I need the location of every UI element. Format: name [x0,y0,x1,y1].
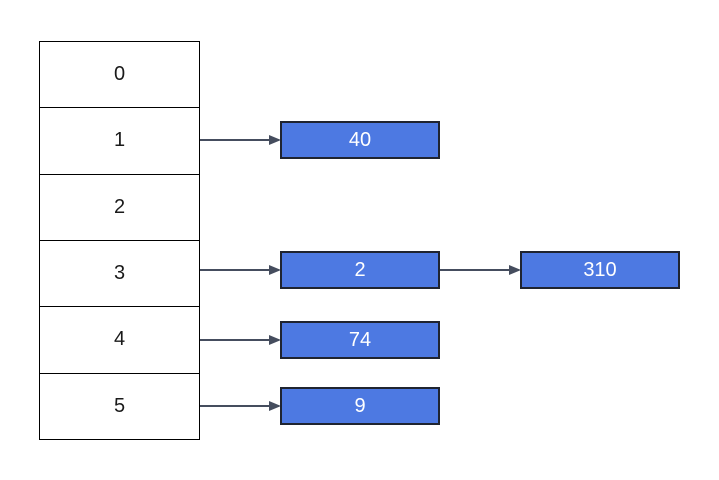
array-cell-5: 5 [40,372,199,439]
node-value: 2 [354,258,366,281]
list-node-40: 40 [280,121,440,159]
array-cell-label: 4 [113,328,126,351]
array-cell-3: 3 [40,239,199,306]
array-cell-2: 2 [40,173,199,240]
array-cell-label: 1 [113,129,126,152]
node-value: 40 [348,128,372,151]
list-node-310: 310 [520,251,680,289]
array-cell-0: 0 [40,42,199,107]
node-value: 310 [583,258,617,281]
array-cell-label: 5 [113,394,126,417]
array-cell-label: 0 [113,63,126,86]
array-cell-4: 4 [40,306,199,372]
bucket-array: 0 1 2 3 4 5 [39,41,200,440]
list-node-74: 74 [280,321,440,359]
node-value: 74 [348,328,372,351]
array-cell-label: 3 [113,262,126,285]
list-node-9: 9 [280,387,440,425]
array-cell-1: 1 [40,107,199,173]
array-cell-label: 2 [113,195,126,218]
list-node-2: 2 [280,251,440,289]
node-value: 9 [354,394,366,417]
